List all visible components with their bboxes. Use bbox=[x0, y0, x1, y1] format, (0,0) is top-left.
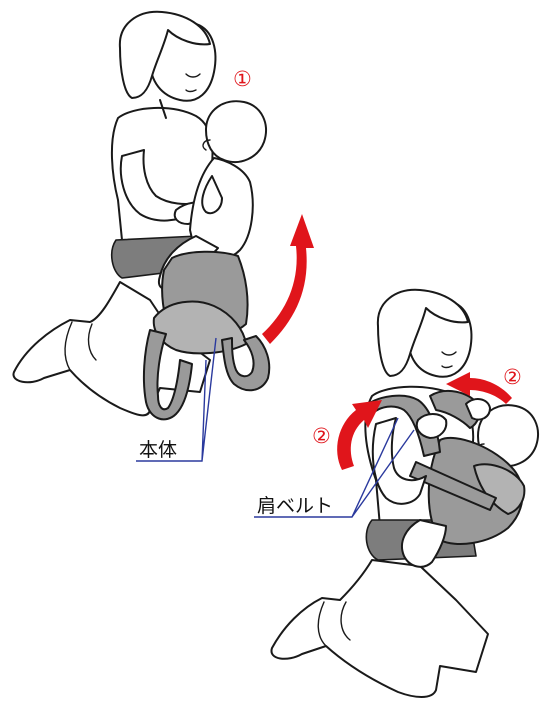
baby1-arm bbox=[201, 175, 223, 215]
carrier1-strap-left bbox=[142, 329, 193, 421]
mother2-hand-right bbox=[465, 398, 491, 421]
mother2-hand-left bbox=[415, 413, 448, 439]
figure-step2: ② ② 肩ベルト bbox=[254, 288, 539, 698]
carrier1-strap-right bbox=[221, 335, 271, 392]
mother2-arm bbox=[371, 417, 427, 505]
label-body: 本体 bbox=[139, 439, 177, 461]
baby1-body bbox=[189, 157, 254, 262]
leader-body bbox=[136, 337, 217, 462]
label-shoulder-belt: 肩ベルト bbox=[257, 495, 333, 517]
red-up-arrow-1 bbox=[262, 214, 314, 344]
mother1-hair bbox=[118, 10, 211, 99]
figure-step1: ① 本体 bbox=[12, 10, 314, 462]
step1-number: ① bbox=[233, 67, 252, 91]
step2-number-right: ② bbox=[503, 365, 522, 389]
red-left-arrow-2-right bbox=[446, 372, 512, 404]
baby1-head bbox=[205, 100, 267, 163]
mother2-leg bbox=[270, 559, 489, 698]
carrier2-strap-cross bbox=[409, 461, 497, 511]
mother1-leg bbox=[12, 281, 211, 417]
leader-shoulder-belt bbox=[254, 417, 415, 518]
carrier2-strap-left bbox=[367, 394, 441, 457]
step2-number-left: ② bbox=[312, 424, 331, 448]
mother2-hair bbox=[376, 288, 469, 377]
red-up-arrow-2-left bbox=[337, 400, 382, 470]
baby2-leg bbox=[401, 519, 447, 568]
